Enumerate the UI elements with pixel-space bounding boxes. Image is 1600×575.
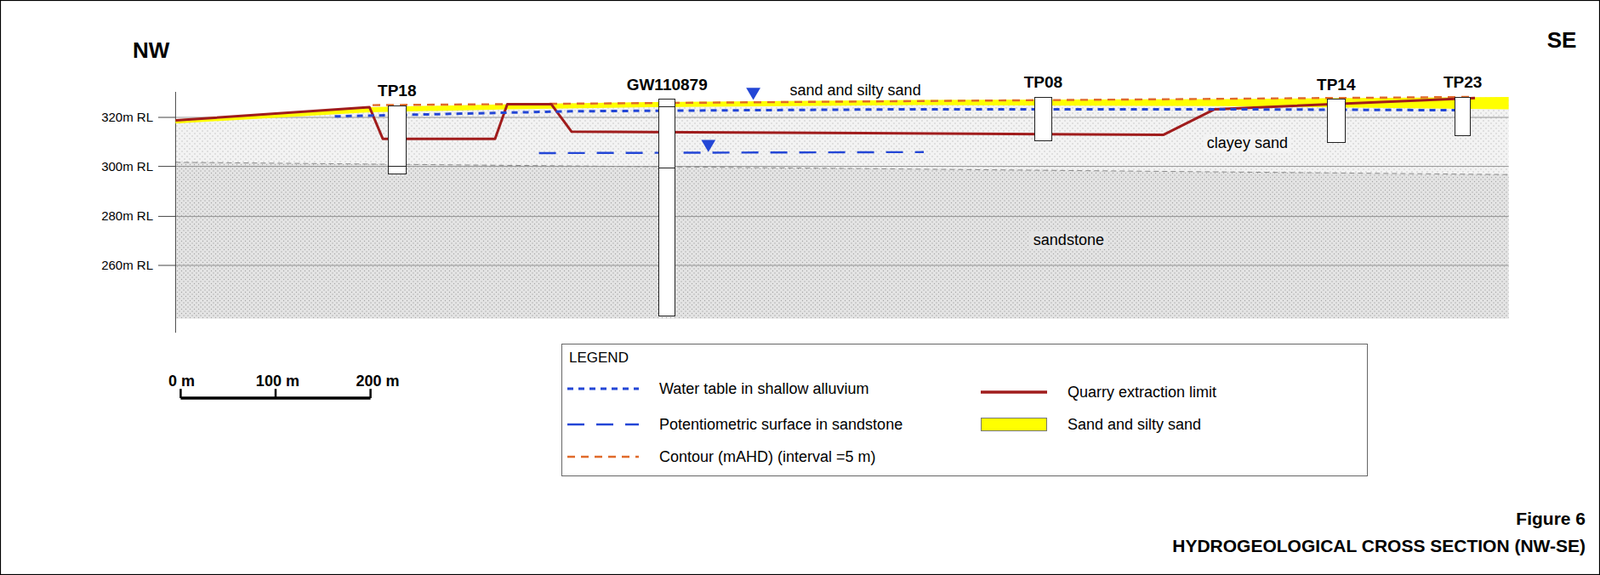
- unit-label: sandstone: [1030, 231, 1108, 250]
- axis-tick: [158, 216, 176, 217]
- rl-gridline: [175, 216, 1509, 217]
- water-level-symbol: [700, 139, 716, 152]
- potentiometric-line: [539, 152, 924, 154]
- scale-tick: [274, 388, 278, 399]
- legend-line-sample: [567, 419, 639, 430]
- sandstone-layer: [175, 162, 1509, 319]
- rl-gridline: [175, 117, 1509, 119]
- borehole-log: TP08: [1034, 96, 1054, 142]
- legend-heading: LEGEND: [569, 349, 629, 367]
- legend-text: Quarry extraction limit: [1067, 382, 1217, 401]
- quarry-extraction-limit: [175, 97, 1475, 139]
- borehole-label: TP14: [1316, 75, 1356, 95]
- legend-line-sample: [980, 387, 1048, 398]
- axis-tick: [158, 165, 176, 167]
- direction-label: NW: [132, 38, 170, 64]
- legend-line: [980, 390, 1048, 394]
- water-level-symbol: [745, 87, 761, 100]
- borehole-label: TP08: [1024, 73, 1063, 92]
- legend-swatch: [980, 417, 1048, 432]
- direction-label: SE: [1547, 28, 1578, 54]
- log-division: [388, 165, 406, 167]
- legend-box: LEGEND Water table in shallow alluviumPot…: [561, 343, 1368, 477]
- axis-tick: [158, 265, 176, 267]
- unit-label: clayey sand: [1203, 134, 1292, 153]
- elevation-label: 260m RL: [101, 257, 154, 273]
- scale-tick: [179, 388, 183, 399]
- borehole-label: TP23: [1443, 73, 1482, 92]
- vertical-axis: [175, 91, 177, 333]
- borehole-label: TP18: [377, 81, 416, 101]
- borehole-log: TP18: [387, 105, 407, 176]
- log-division: [659, 167, 675, 169]
- legend-text: Sand and silty sand: [1067, 415, 1202, 434]
- legend-text: Water table in shallow alluvium: [659, 380, 869, 399]
- borehole-label: GW110879: [626, 75, 708, 95]
- scale-label: 200 m: [355, 371, 399, 390]
- legend-text: Contour (mAHD) (interval =5 m): [659, 448, 877, 467]
- figure-title: HYDROGEOLOGICAL CROSS SECTION (NW-SE): [1172, 535, 1586, 557]
- borehole-log: GW110879: [658, 98, 676, 317]
- elevation-label: 320m RL: [101, 109, 154, 125]
- water-table-line: [335, 108, 1455, 116]
- rl-gridline: [175, 265, 1509, 267]
- elevation-label: 300m RL: [101, 159, 154, 174]
- scale-tick: [369, 388, 372, 399]
- sandstone-contact: [175, 162, 1509, 175]
- axis-tick: [158, 117, 176, 119]
- log-division: [659, 106, 675, 108]
- rl-gridline: [175, 165, 1509, 167]
- legend-line: [567, 387, 639, 390]
- figure-number: Figure 6: [1515, 508, 1586, 530]
- borehole-log: TP14: [1326, 98, 1346, 143]
- scale-label: 0 m: [168, 371, 195, 390]
- legend-text: Potentiometric surface in sandstone: [659, 415, 903, 434]
- clayey-sand-layer: [175, 96, 1509, 175]
- scale-label: 100 m: [256, 371, 300, 390]
- elevation-label: 280m RL: [101, 209, 154, 224]
- legend-line-sample: [567, 451, 639, 462]
- legend-line: [567, 423, 639, 426]
- legend-line-sample: [567, 383, 639, 394]
- unit-label: sand and silty sand: [786, 80, 925, 99]
- borehole-log: TP23: [1454, 96, 1471, 137]
- legend-line: [567, 455, 639, 458]
